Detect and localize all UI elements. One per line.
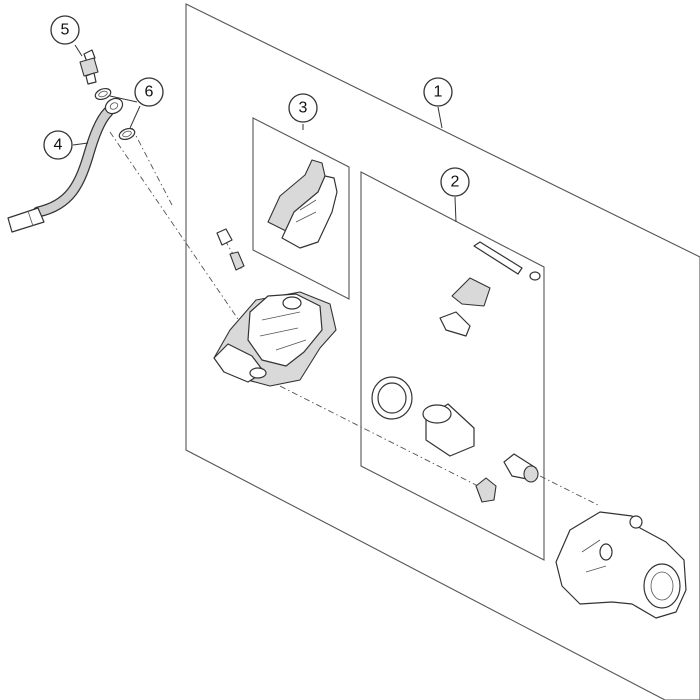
banjo-bolt bbox=[79, 49, 99, 85]
kit-panel-2 bbox=[360, 171, 545, 561]
svg-text:1: 1 bbox=[434, 84, 443, 101]
svg-text:2: 2 bbox=[451, 174, 460, 191]
svg-text:5: 5 bbox=[61, 22, 70, 39]
callout-1: 1 bbox=[423, 77, 453, 107]
brake-pads bbox=[267, 159, 338, 249]
brake-caliper bbox=[213, 291, 337, 387]
callout-4: 4 bbox=[43, 130, 73, 160]
svg-text:4: 4 bbox=[54, 137, 63, 154]
callout-2: 2 bbox=[440, 167, 470, 197]
repair-kit-parts bbox=[371, 241, 541, 483]
caliper-bracket bbox=[555, 511, 687, 619]
callout-6: 6 bbox=[134, 77, 164, 107]
callout-5: 5 bbox=[50, 15, 80, 45]
sealing-rings bbox=[94, 87, 136, 141]
rubber-boot bbox=[475, 477, 497, 503]
brake-hose bbox=[7, 97, 124, 233]
leader-lines bbox=[72, 44, 457, 223]
bleed-valve bbox=[216, 228, 245, 271]
callout-3: 3 bbox=[288, 93, 318, 123]
svg-text:6: 6 bbox=[145, 84, 154, 101]
svg-text:3: 3 bbox=[299, 100, 308, 117]
